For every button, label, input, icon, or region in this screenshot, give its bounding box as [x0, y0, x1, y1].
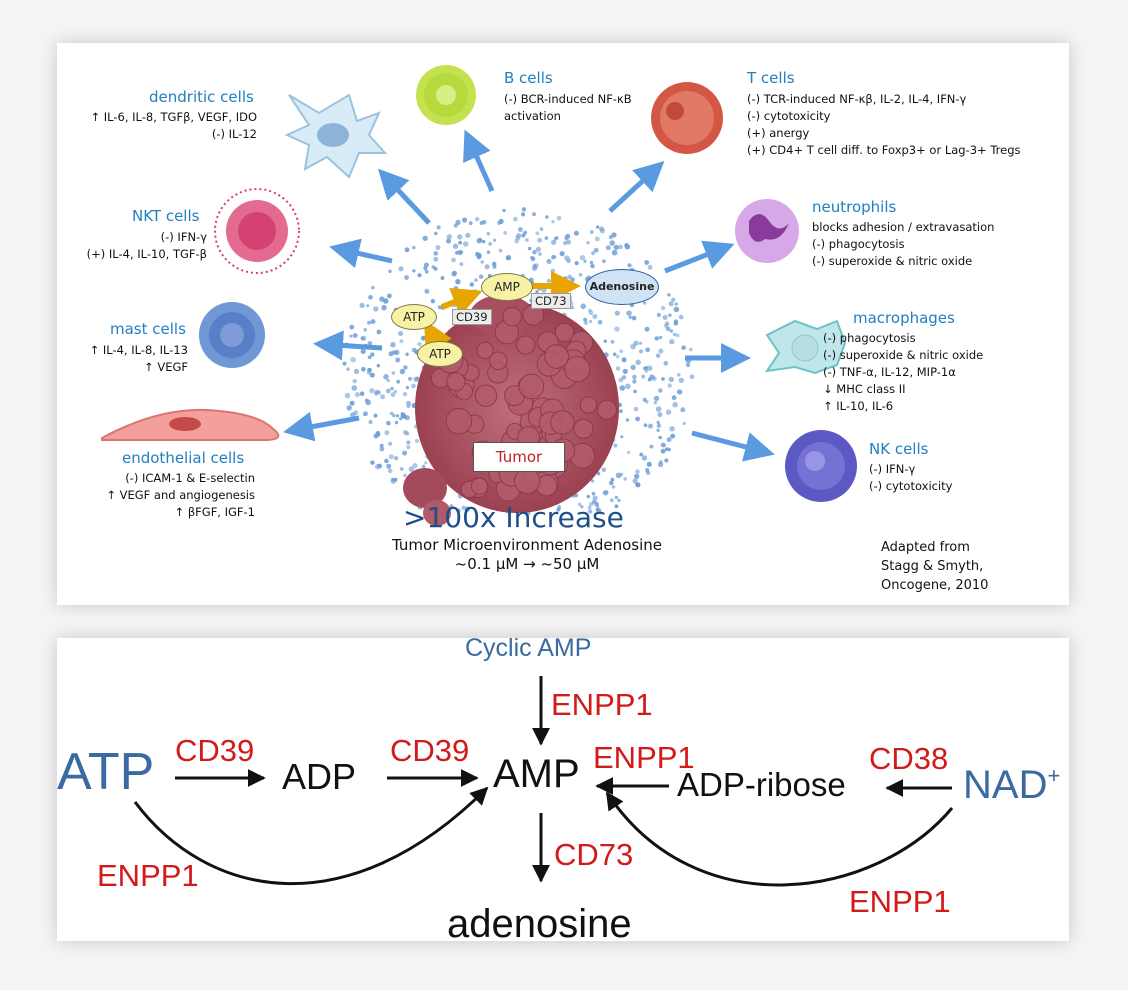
credit-line: Oncogene, 2010 [881, 578, 989, 593]
pathway-arrows [133, 676, 954, 887]
arrow-to-mast [313, 330, 383, 361]
dendritic-cells-title: dendritic cells [149, 88, 254, 106]
nad-label: NAD+ [963, 763, 1061, 807]
effect-line: ↑ βFGF, IGF-1 [174, 505, 255, 519]
effect-line: ↑ VEGF [144, 360, 188, 374]
nkt-cell-icon [214, 188, 300, 274]
arrow-to-dendritic [377, 168, 431, 225]
arrow-to-tcells [608, 160, 665, 213]
effect-line: (-) TNF-α, IL-12, MIP-1α [823, 365, 956, 379]
atp-label: ATP [57, 743, 155, 801]
tcell-icon [651, 82, 723, 154]
amp-label: AMP [493, 752, 580, 796]
enzyme-cd39-a: CD39 [175, 733, 255, 768]
neutrophils-effects: blocks adhesion / extravasation (-) phag… [812, 219, 994, 270]
endothelial-cell-icon [101, 408, 280, 441]
bcell-icon [416, 65, 476, 125]
bcells-title: B cells [504, 69, 553, 87]
mast-cells-effects: ↑ IL-4, IL-8, IL-13 ↑ VEGF [67, 342, 188, 376]
source-credit: Adapted from Stagg & Smyth, Oncogene, 20… [881, 538, 988, 595]
tumor-label: Tumor [473, 442, 565, 472]
effect-line: (-) ICAM-1 & E-selectin [125, 471, 255, 485]
arrow-to-nk [691, 430, 775, 462]
nkt-cells-effects: (-) IFN-γ (+) IL-4, IL-10, TGF-β [67, 229, 207, 263]
nk-cell-icon [785, 430, 857, 502]
adp-ribose-label: ADP-ribose [677, 766, 846, 803]
enzyme-enpp1-right: ENPP1 [593, 740, 695, 775]
enzyme-cd39-b: CD39 [390, 733, 470, 768]
credit-line: Stagg & Smyth, [881, 559, 984, 574]
enzyme-enpp1-left-curve: ENPP1 [97, 858, 199, 893]
neutrophil-icon [735, 199, 799, 263]
mast-cell-icon [199, 302, 265, 368]
effect-line: (-) IFN-γ [160, 230, 207, 244]
effect-line: (-) TCR-induced NF-κβ, IL-2, IL-4, IFN-γ [747, 92, 967, 106]
headline: >100x Increase [403, 501, 624, 534]
enzyme-cd73: CD73 [554, 837, 634, 872]
effect-line: (+) CD4+ T cell diff. to Foxp3+ or Lag-3… [747, 143, 1021, 157]
adenosine-effects-panel: dendritic cells ↑ IL-6, IL-8, TGFβ, VEGF… [57, 43, 1069, 605]
tumor-mass [403, 295, 619, 526]
adenosine-pathway-panel: Cyclic AMP ATP ADP AMP ADP-ribose NAD+ a… [57, 634, 1069, 946]
adp-label: ADP [282, 756, 357, 797]
effect-line: ↑ IL-10, IL-6 [823, 399, 894, 413]
macrophage-icon [764, 319, 847, 375]
dendritic-cells-effects: ↑ IL-6, IL-8, TGFβ, VEGF, IDO (-) IL-12 [77, 109, 257, 143]
nad-text: NAD [963, 763, 1048, 807]
effect-line: ↑ VEGF and angiogenesis [106, 488, 255, 502]
effect-line: (+) IL-4, IL-10, TGF-β [86, 247, 207, 261]
adenosine-label: adenosine [447, 902, 632, 946]
subtitle-microenvironment: Tumor Microenvironment Adenosine [392, 536, 662, 554]
tcells-title: T cells [747, 69, 795, 87]
adenosine-molecule: Adenosine [585, 269, 659, 305]
effect-line: (-) cytotoxicity [869, 479, 953, 493]
atp-conversion-arrows [424, 271, 581, 354]
tcells-effects: (-) TCR-induced NF-κβ, IL-2, IL-4, IFN-γ… [747, 91, 1021, 159]
nkt-cells-title: NKT cells [132, 207, 200, 225]
effect-line: (-) superoxide & nitric oxide [812, 254, 973, 268]
effect-line: (-) superoxide & nitric oxide [823, 348, 984, 362]
dendritic-cell-icon [284, 93, 388, 179]
atp-molecule-2: ATP [417, 341, 463, 367]
effect-line: ↑ IL-6, IL-8, TGFβ, VEGF, IDO [90, 110, 257, 124]
effect-line: (-) IL-12 [211, 127, 257, 141]
effect-line: activation [504, 109, 561, 123]
effect-line: blocks adhesion / extravasation [812, 220, 995, 234]
bcells-effects: (-) BCR-induced NF-κB activation [504, 91, 632, 125]
arrow-to-bcells [463, 129, 495, 193]
effect-line: (-) BCR-induced NF-κB [504, 92, 632, 106]
effect-line: (-) cytotoxicity [747, 109, 831, 123]
effect-line: ↓ MHC class II [823, 382, 906, 396]
neutrophils-title: neutrophils [812, 198, 897, 216]
atp-molecule-1: ATP [391, 304, 437, 330]
enzyme-enpp1-top: ENPP1 [551, 687, 653, 722]
enzyme-enpp1-right-curve: ENPP1 [849, 884, 951, 919]
arrow-to-endothelial [283, 411, 360, 442]
credit-line: Adapted from [881, 540, 970, 555]
effect-line: ↑ IL-4, IL-8, IL-13 [89, 343, 188, 357]
endothelial-cells-title: endothelial cells [122, 449, 245, 467]
effect-line: (-) IFN-γ [869, 462, 916, 476]
curve-atp-amp [133, 786, 489, 885]
cyclic-amp-label: Cyclic AMP [465, 634, 592, 662]
effect-line: (-) phagocytosis [823, 331, 916, 345]
cd73-label: CD73 [531, 293, 571, 309]
amp-molecule: AMP [481, 273, 533, 301]
mast-cells-title: mast cells [110, 320, 186, 338]
cd39-label: CD39 [452, 309, 492, 325]
subtitle-concentration: ~0.1 μM → ~50 μM [454, 555, 600, 573]
nk-cells-title: NK cells [869, 440, 929, 458]
arrow-to-nkt [329, 238, 393, 268]
effect-line: (+) anergy [747, 126, 810, 140]
nad-superscript: + [1047, 763, 1061, 788]
curve-nad-amp [605, 791, 954, 887]
enzyme-cd38: CD38 [869, 741, 949, 776]
arrow-to-neutrophils [664, 240, 735, 274]
endothelial-cells-effects: (-) ICAM-1 & E-selectin ↑ VEGF and angio… [77, 470, 255, 521]
nk-cells-effects: (-) IFN-γ (-) cytotoxicity [869, 461, 952, 495]
effect-arrows [283, 129, 775, 462]
macrophages-title: macrophages [853, 309, 955, 327]
effect-line: (-) phagocytosis [812, 237, 905, 251]
macrophages-effects: (-) phagocytosis (-) superoxide & nitric… [823, 330, 983, 415]
